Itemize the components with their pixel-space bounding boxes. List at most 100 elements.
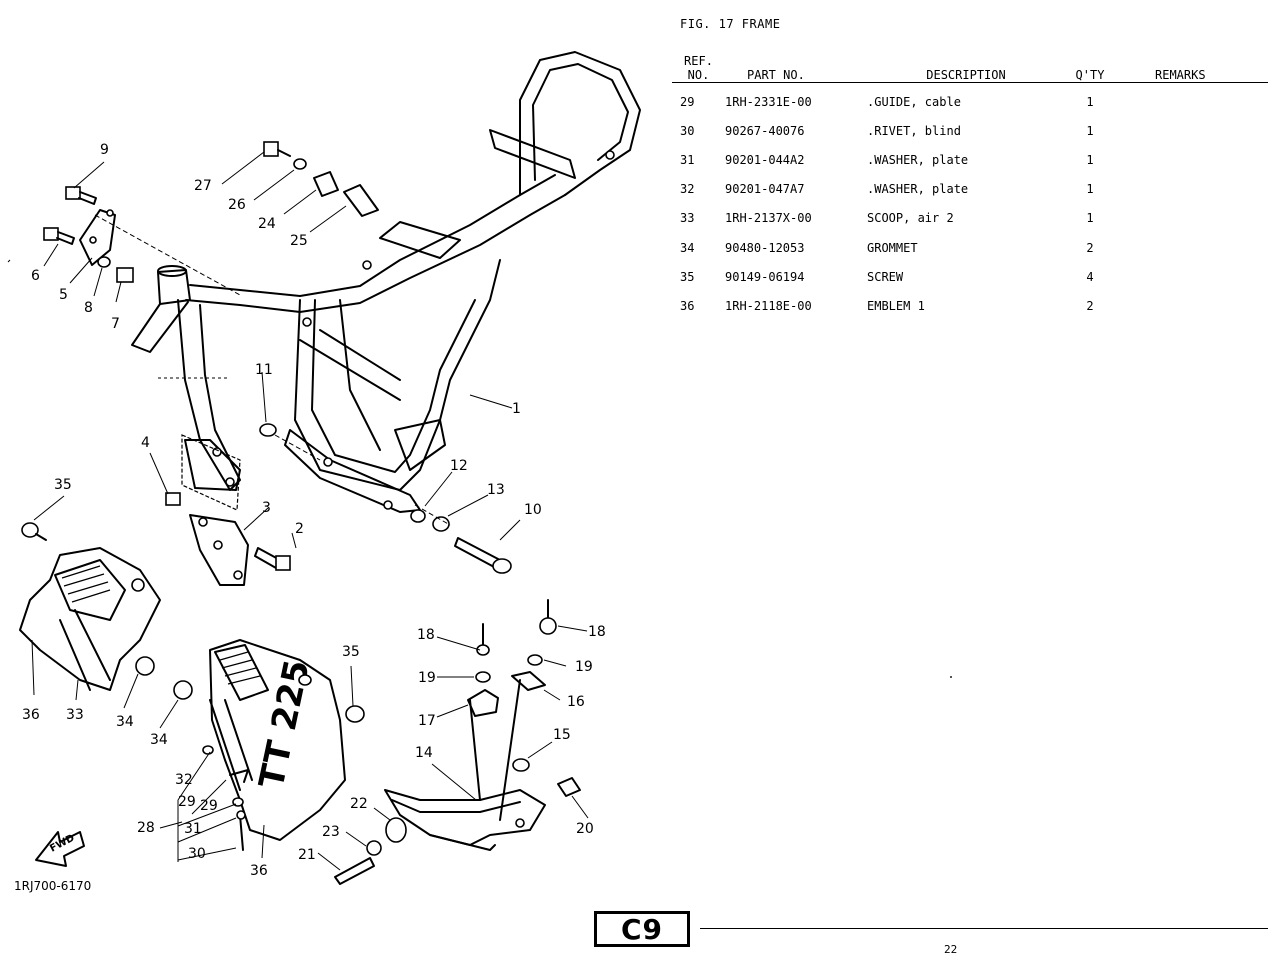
header-remarks: REMARKS (1115, 44, 1268, 83)
row-description: .WASHER, plate (867, 152, 969, 167)
exploded-frame-diagram: TT 225 (7, 51, 641, 893)
callout-9: 9 (100, 142, 109, 158)
table-row: 29 1RH-2331E-00 .GUIDE, cable 1 (672, 83, 1268, 117)
fwd-arrow-icon: FWD (35, 831, 85, 867)
row-part-no: 1RH-2137X-00 (725, 211, 812, 226)
table-row: 35 90149-06194 SCREW 4 (672, 262, 1268, 291)
callout-31: 31 (184, 821, 202, 837)
callout-20: 20 (576, 821, 594, 837)
hardware-parts (43, 141, 512, 574)
header-description: DESCRIPTION (867, 44, 1065, 83)
callout-13: 13 (487, 482, 505, 498)
callout-32: 32 (175, 772, 193, 788)
row-qty: 1 (1086, 211, 1094, 226)
page-code-box: C9 (594, 911, 690, 947)
callout-26: 26 (228, 197, 246, 213)
row-ref: 35 (680, 269, 695, 284)
callout-28: 28 (137, 820, 155, 836)
parts-table: REF.NO. PART NO. DESCRIPTION Q'TY REMARK… (672, 44, 1268, 321)
row-description: SCREW (867, 269, 904, 284)
callout-19-right: 19 (575, 659, 593, 675)
callout-23: 23 (322, 824, 340, 840)
callout-29-right: 29 (200, 798, 218, 814)
callout-25: 25 (290, 233, 308, 249)
header-qty: Q'TY (1065, 44, 1115, 83)
row-part-no: 90201-044A2 (725, 152, 805, 167)
callout-21: 21 (298, 847, 316, 863)
callout-36-right: 36 (250, 863, 268, 879)
row-remarks (1115, 291, 1268, 320)
callout-36-left: 36 (22, 707, 40, 723)
callout-3: 3 (262, 500, 271, 516)
row-description: EMBLEM 1 (867, 298, 925, 313)
table-row: 34 90480-12053 GROMMET 2 (672, 233, 1268, 262)
row-qty: 1 (1086, 123, 1094, 138)
leader-lines (7, 151, 589, 871)
callout-34-right: 34 (150, 732, 168, 748)
callout-33: 33 (66, 707, 84, 723)
row-remarks (1115, 262, 1268, 291)
callout-18-right: 18 (588, 624, 606, 640)
table-header-row: REF.NO. PART NO. DESCRIPTION Q'TY REMARK… (672, 44, 1268, 83)
row-part-no: 1RH-2331E-00 (725, 94, 812, 109)
air-scoop-left (19, 522, 161, 691)
callout-7: 7 (111, 316, 120, 332)
callout-35-left: 35 (54, 477, 72, 493)
row-part-no: 90201-047A7 (725, 182, 805, 197)
row-ref: 31 (680, 152, 695, 167)
row-remarks (1115, 233, 1268, 262)
callout-18-top: 18 (417, 627, 435, 643)
footer-rule (700, 928, 1268, 929)
table-row: 33 1RH-2137X-00 SCOOP, air 2 1 (672, 204, 1268, 233)
row-qty: 2 (1086, 298, 1094, 313)
row-ref: 33 (680, 211, 695, 226)
row-part-no: 90267-40076 (725, 123, 805, 138)
callout-24: 24 (258, 216, 276, 232)
air-scoop-right: TT 225 (173, 639, 365, 851)
callout-11: 11 (255, 362, 273, 378)
row-description: SCOOP, air 2 (867, 211, 954, 226)
callout-4: 4 (141, 435, 150, 451)
callout-19-left: 19 (418, 670, 436, 686)
main-frame (131, 51, 641, 513)
row-remarks (1115, 116, 1268, 145)
figure-title: FIG. 17 FRAME (680, 17, 781, 31)
callout-10: 10 (524, 502, 542, 518)
row-qty: 1 (1086, 94, 1094, 109)
row-description: GROMMET (867, 240, 918, 255)
callout-numbers: 1 2 3 4 5 6 7 8 9 10 11 12 13 14 15 16 1… (14, 142, 606, 893)
row-description: .RIVET, blind (867, 123, 961, 138)
row-remarks (1115, 175, 1268, 204)
row-qty: 1 (1086, 152, 1094, 167)
row-ref: 29 (680, 94, 695, 109)
row-remarks (1115, 83, 1268, 117)
skid-plate-assembly (334, 599, 581, 885)
callout-30: 30 (188, 846, 206, 862)
row-part-no: 90149-06194 (725, 269, 805, 284)
row-description: .WASHER, plate (867, 182, 969, 197)
callout-8: 8 (84, 300, 93, 316)
callout-35-right: 35 (342, 644, 360, 660)
table-row: 30 90267-40076 .RIVET, blind 1 (672, 116, 1268, 145)
callout-16: 16 (567, 694, 585, 710)
callout-1: 1 (512, 401, 521, 417)
stray-mark (950, 676, 952, 678)
row-ref: 30 (680, 123, 695, 138)
row-qty: 2 (1086, 240, 1094, 255)
row-remarks (1115, 204, 1268, 233)
callout-27: 27 (194, 178, 212, 194)
table-row: 32 90201-047A7 .WASHER, plate 1 (672, 175, 1268, 204)
callout-5: 5 (59, 287, 68, 303)
row-part-no: 90480-12053 (725, 240, 805, 255)
row-ref: 36 (680, 298, 695, 313)
drawing-code: 1RJ700-6170 (14, 879, 91, 893)
table-row: 31 90201-044A2 .WASHER, plate 1 (672, 145, 1268, 174)
row-ref: 32 (680, 182, 695, 197)
row-part-no: 1RH-2118E-00 (725, 298, 812, 313)
callout-15: 15 (553, 727, 571, 743)
callout-34-left: 34 (116, 714, 134, 730)
callout-14: 14 (415, 745, 433, 761)
header-ref-no: REF.NO. (672, 44, 725, 83)
callout-22: 22 (350, 796, 368, 812)
page-number: 22 (944, 943, 958, 956)
